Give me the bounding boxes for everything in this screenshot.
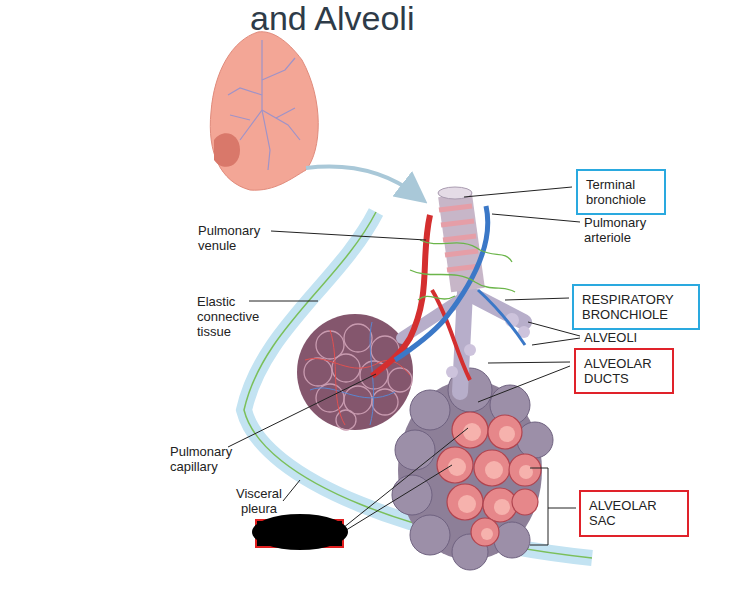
redacted-label (252, 514, 348, 550)
box-label: ALVEOLAR DUCTS (584, 356, 664, 386)
blood-vessels (372, 206, 525, 380)
part-label: Pulmonary capillary (170, 444, 250, 474)
label-box: ALVEOLAR DUCTS (574, 348, 674, 394)
label-box: RESPIRATORY BRONCHIOLE (572, 284, 700, 330)
slide-title: and Alveoli (250, 0, 414, 36)
alveolar-cluster (297, 314, 413, 430)
box-label: Terminal bronchiole (586, 177, 656, 207)
lung (210, 32, 318, 190)
zoom-arrow (306, 167, 418, 196)
label-box: Terminal bronchiole (576, 169, 666, 215)
part-label: Pulmonary arteriole (584, 215, 666, 245)
part-label: ALVEOLI (584, 330, 666, 345)
box-label: RESPIRATORY BRONCHIOLE (582, 292, 690, 322)
label-box: ALVEOLAR SAC (579, 490, 689, 537)
box-label: ALVEOLAR SAC (589, 498, 664, 528)
visceral-pleura (244, 212, 592, 558)
part-label: Pulmonary venule (198, 223, 270, 253)
part-label: Elastic connective tissue (197, 294, 269, 339)
part-label: Visceral pleura (226, 486, 292, 516)
